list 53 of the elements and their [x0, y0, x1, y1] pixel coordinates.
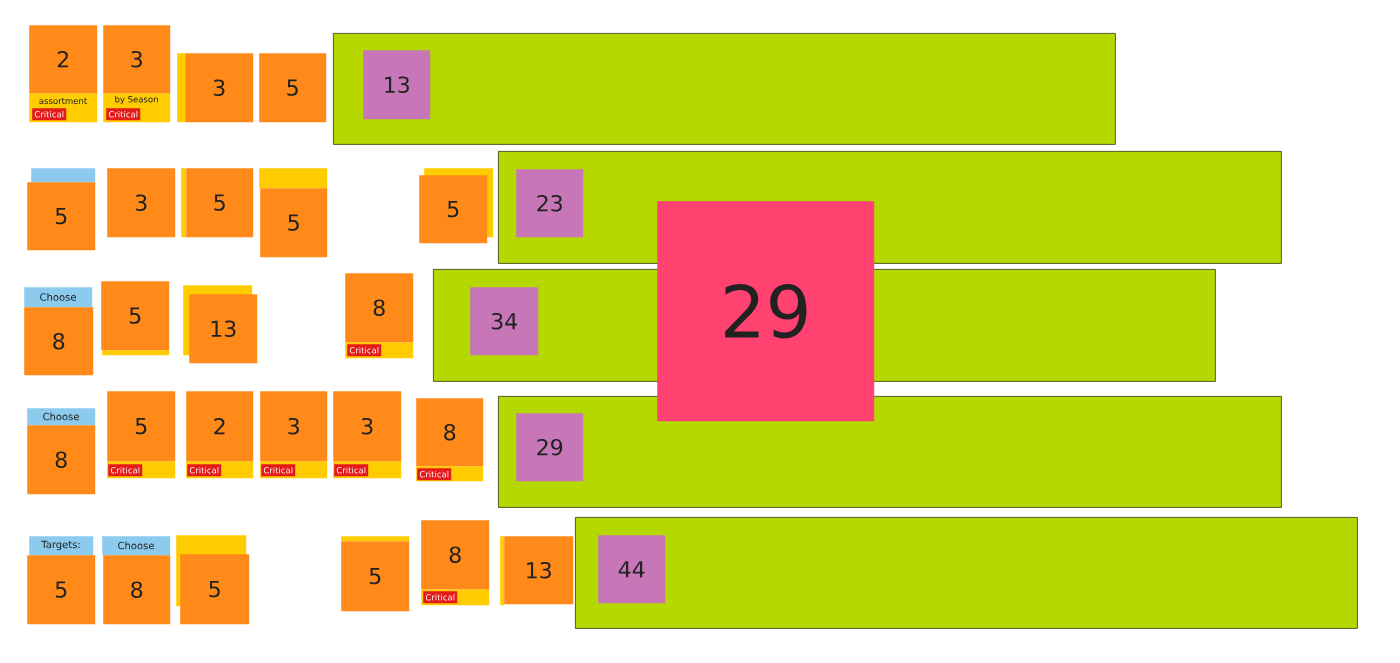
lane-bar: [333, 33, 1116, 145]
sticky-note: 13: [504, 536, 574, 605]
sticky-note: 3: [185, 53, 254, 123]
sticky-note: 3: [103, 25, 171, 94]
sticky-note: 8: [345, 273, 414, 343]
sticky-note: 29: [657, 201, 875, 422]
sticky-note: 5: [27, 182, 96, 251]
tag-label: Critical: [261, 464, 296, 477]
lane-bar: [575, 517, 1358, 629]
sticky-note: [259, 168, 328, 189]
sticky-note: 8: [24, 307, 94, 376]
tag-label: Critical: [187, 464, 222, 477]
sticky-note: 3: [260, 391, 328, 462]
sticky-note: 34: [470, 287, 539, 356]
tag-label: Critical: [423, 591, 458, 604]
sticky-note: [31, 168, 96, 183]
sticky-note: 13: [363, 50, 431, 120]
sticky-note: [500, 536, 505, 606]
sticky-note: 5: [101, 281, 170, 351]
sticky-note: 8: [416, 398, 484, 467]
sticky-note: 8: [103, 555, 171, 625]
sticky-note: [181, 168, 187, 238]
sticky-note: 29: [516, 413, 584, 482]
sticky-note: 23: [516, 169, 584, 238]
tag-label: Critical: [108, 464, 143, 477]
sticky-note: 5: [259, 53, 327, 123]
sticky-note: Choose: [27, 408, 96, 426]
sticky-note: Choose: [24, 287, 93, 308]
sticky-note: 8: [421, 520, 490, 590]
sticky-note: 5: [260, 188, 328, 258]
sticky-note: [341, 536, 410, 542]
tag-label: Critical: [347, 344, 382, 357]
sticky-note: 3: [333, 391, 402, 462]
sticky-note: 44: [598, 535, 666, 604]
sticky-note: 13: [189, 294, 258, 364]
sticky-note: 5: [27, 555, 96, 625]
sticky-note: 5: [107, 391, 176, 462]
tag-label: Critical: [417, 468, 452, 481]
sticky-note: 5: [341, 541, 410, 612]
sticky-note: 5: [419, 175, 488, 244]
sticky-note: Targets:: [29, 536, 94, 556]
tag-label: Critical: [32, 108, 67, 121]
tag-label: Critical: [334, 464, 369, 477]
sticky-note: 5: [180, 554, 250, 625]
sticky-note: 5: [186, 168, 254, 238]
sticky-note: 8: [27, 425, 96, 495]
sticky-note: 3: [107, 168, 176, 238]
sticky-note: 2: [186, 391, 254, 462]
sticky-note: [102, 350, 170, 356]
sticky-note: 2: [29, 25, 98, 94]
sticky-note: Choose: [102, 536, 171, 556]
tag-label: Critical: [106, 108, 141, 121]
sticky-note: [177, 53, 186, 123]
